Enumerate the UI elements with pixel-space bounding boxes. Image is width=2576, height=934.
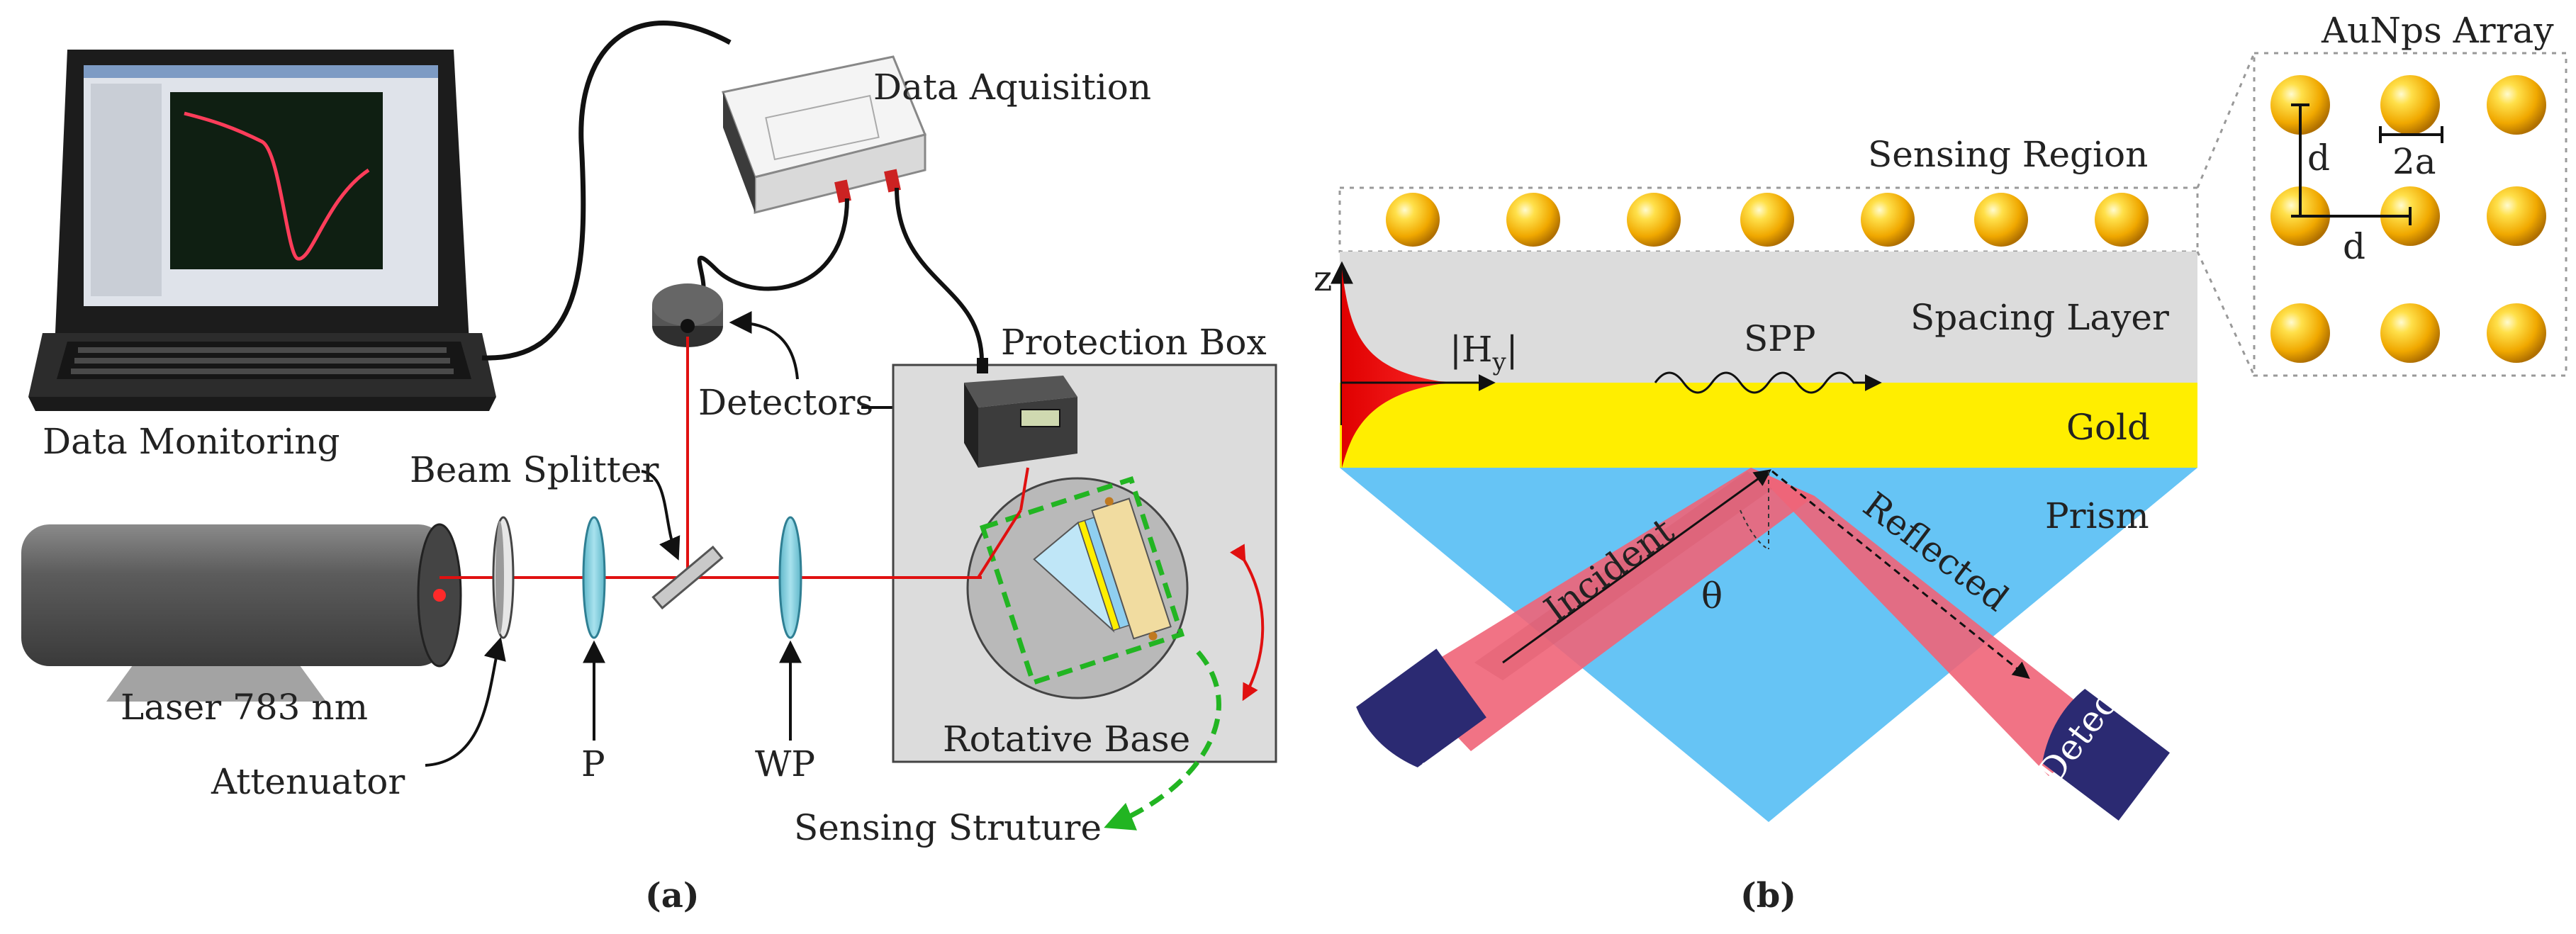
label-spp: SPP <box>1744 318 1816 359</box>
label-sensing-region: Sensing Region <box>1868 134 2148 175</box>
rotation-arrow <box>1229 544 1265 702</box>
inset-dimension-lines <box>2291 103 2443 225</box>
reflected-ray-arrow <box>1771 470 2030 680</box>
daq-box-icon <box>721 55 927 214</box>
laptop-icon <box>28 50 496 411</box>
label-detectors: Detectors <box>698 382 873 423</box>
label-waveplate: WP <box>755 743 815 784</box>
cable-laptop-daq <box>481 21 732 361</box>
panel-b: Sensing Region Spacing Layer Gold Prism … <box>1314 52 2256 916</box>
label-data-acquisition: Data Aquisition <box>873 67 1151 108</box>
caption-b: (b) <box>1740 876 1796 916</box>
label-protection-box: Protection Box <box>1001 322 1267 363</box>
spp-wave <box>1654 371 1882 394</box>
label-gold: Gold <box>2066 407 2150 448</box>
beam-splitter-icon <box>651 545 724 610</box>
spacing-layer <box>1340 252 2197 383</box>
inset-connector-top <box>2196 52 2256 189</box>
inset-nanoparticles <box>2270 75 2546 363</box>
label-spacing-layer: Spacing Layer <box>1910 297 2169 338</box>
label-laser-783: Laser 783 nm <box>121 687 368 728</box>
cable-daq-detector2 <box>895 187 984 362</box>
label-data-monitoring: Data Monitoring <box>43 421 340 462</box>
gold-layer <box>1340 383 2197 468</box>
detector-device-icon <box>2042 688 2171 821</box>
aunps-inset: AuNps Array d d 2a <box>2253 10 2567 377</box>
label-theta: θ <box>1701 575 1723 617</box>
arrow-sensing-structure <box>1104 650 1221 831</box>
sensing-structure <box>979 476 1185 686</box>
label-z-axis: z <box>1314 258 1332 299</box>
detector-puck-icon <box>652 283 723 347</box>
label-attenuator: Attenuator <box>211 761 405 802</box>
arrow-beam-splitter <box>641 470 681 561</box>
laser-device-icon <box>1356 648 1486 767</box>
label-beam-splitter: Beam Splitter <box>410 449 659 490</box>
incident-ray-arrow <box>1502 469 1771 664</box>
arrow-detectors-1 <box>729 311 799 380</box>
sensing-nanoparticles <box>1386 193 2149 247</box>
attenuator-icon <box>492 516 515 639</box>
label-hy: |Hy| <box>1450 329 1518 376</box>
prism <box>1340 468 2197 822</box>
label-prism: Prism <box>2045 495 2149 536</box>
label-2a: 2a <box>2392 141 2436 182</box>
theta-arc <box>1740 510 1769 550</box>
label-laser: Laser <box>1414 745 1500 853</box>
waveplate-icon <box>778 516 802 639</box>
laser-source-icon <box>21 523 462 702</box>
detector-box-icon <box>964 358 1077 468</box>
label-aunps-array: AuNps Array <box>2321 10 2554 51</box>
caption-a: (a) <box>645 876 700 916</box>
hy-profile <box>1342 269 1467 468</box>
laser-beam <box>439 337 1029 579</box>
inset-connector-bottom <box>2196 251 2256 376</box>
label-d-vertical: d <box>2307 137 2330 179</box>
arrow-attenuator <box>425 636 506 767</box>
incident-beam <box>1404 468 1815 751</box>
label-sensing-structure: Sensing Struture <box>794 807 1102 848</box>
polarizer-icon <box>582 516 606 639</box>
reflected-beam <box>1751 468 2112 776</box>
label-polarizer: P <box>581 743 605 784</box>
panel-a: Data Monitoring Data Aquisition Detector… <box>21 21 1277 916</box>
label-d-horizontal: d <box>2343 226 2365 267</box>
cable-daq-detector1 <box>697 198 849 300</box>
label-rotative-base: Rotative Base <box>943 719 1190 760</box>
